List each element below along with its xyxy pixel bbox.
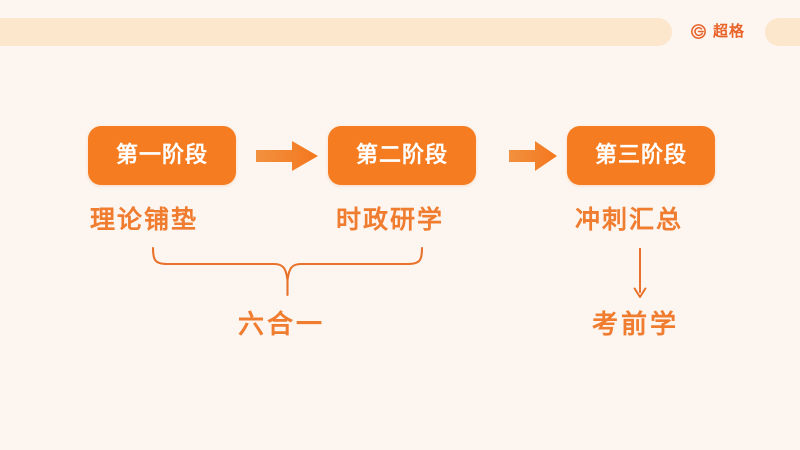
g-circle-logo-icon — [691, 23, 706, 39]
final-label: 考前学 — [592, 310, 680, 340]
stage-box-1[interactable]: 第一阶段 — [88, 126, 236, 185]
brand-logo: 超格 — [690, 16, 745, 46]
stage-box-1-label: 第一阶段 — [115, 142, 208, 168]
header-band-left — [0, 18, 672, 46]
stage-box-3[interactable]: 第三阶段 — [567, 126, 715, 185]
stage-sub-label-2: 时政研学 — [336, 205, 445, 234]
group-label: 六合一 — [238, 310, 326, 340]
stage-box-2-label: 第二阶段 — [355, 142, 448, 168]
down-arrow-icon — [633, 248, 647, 298]
stage-sub-label-3: 冲刺汇总 — [575, 205, 684, 234]
right-arrow-icon-1 — [256, 141, 318, 171]
header-bar — [0, 18, 800, 46]
brand-name: 超格 — [713, 21, 746, 40]
right-arrow-icon-2 — [509, 141, 557, 171]
stage-box-3-label: 第三阶段 — [594, 142, 687, 168]
header-band-right — [765, 18, 800, 46]
stage-box-2[interactable]: 第二阶段 — [328, 126, 476, 185]
stage-sub-label-1: 理论铺垫 — [90, 205, 199, 234]
curly-brace-icon — [151, 246, 424, 297]
